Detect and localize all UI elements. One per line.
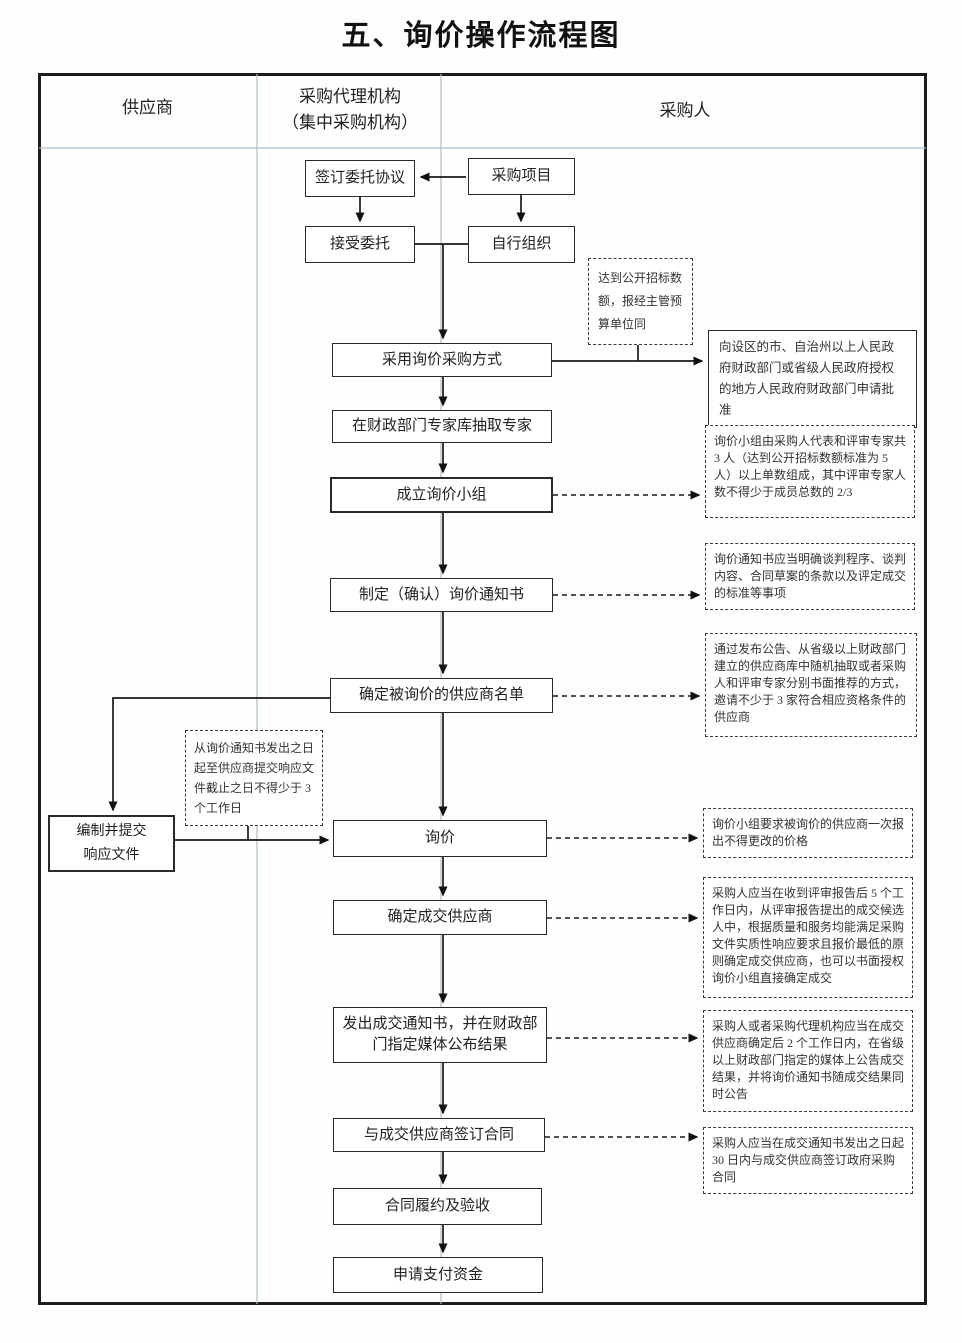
node-apply-approval: 向设区的市、自治州以上人民政府财政部门或省级人民政府授权的地方人民政府财政部门申…: [708, 330, 917, 428]
node-sign-contract: 与成交供应商签订合同: [333, 1118, 545, 1152]
node-sign-agreement: 签订委托协议: [305, 160, 415, 197]
annotation-open-bid-threshold: 达到公开招标数额，报经主管预算单位同: [588, 258, 693, 345]
lane-header-agency-line1: 采购代理机构: [299, 87, 401, 106]
node-contract-acceptance: 合同履约及验收: [333, 1188, 542, 1225]
lane-header-supplier: 供应商: [122, 98, 173, 117]
lane-header-purchaser: 采购人: [659, 101, 711, 120]
diagram-frame: [38, 73, 927, 1305]
node-adopt-inquiry: 采用询价采购方式: [332, 343, 552, 377]
lane-header-agency: 采购代理机构 （集中采购机构）: [257, 84, 443, 136]
annotation-determine-rule: 采购人应当在收到评审报告后 5 个工作日内，从评审报告提出的成交候选人中，根据质…: [703, 877, 913, 998]
node-determine-supplier: 确定成交供应商: [333, 900, 547, 935]
node-self-organize: 自行组织: [468, 226, 575, 263]
annotation-one-time-quote: 询价小组要求被询价的供应商一次报出不得更改的价格: [703, 808, 913, 858]
page-title: 五、询价操作流程图: [341, 20, 621, 52]
node-inquiry: 询价: [333, 820, 547, 857]
node-make-inquiry-notice: 制定（确认）询价通知书: [330, 578, 553, 612]
lane-header-agency-line2: （集中采购机构）: [282, 113, 418, 132]
annotation-announce-result: 采购人或者采购代理机构应当在成交供应商确定后 2 个工作日内，在省级以上财政部门…: [703, 1010, 913, 1112]
node-extract-experts: 在财政部门专家库抽取专家: [332, 410, 552, 443]
annotation-response-deadline: 从询价通知书发出之日起至供应商提交响应文件截止之日不得少于 3 个工作日: [185, 730, 323, 826]
annotation-notice-content: 询价通知书应当明确谈判程序、谈判内容、合同草案的条款以及评定成交的标准等事项: [705, 543, 915, 610]
node-form-inquiry-team: 成立询价小组: [330, 477, 553, 513]
node-issue-award-notice: 发出成交通知书，并在财政部 门指定媒体公布结果: [333, 1007, 547, 1063]
annotation-team-composition: 询价小组由采购人代表和评审专家共 3 人（达到公开招标数额标准为 5 人）以上单…: [705, 425, 915, 518]
node-accept-entrustment: 接受委托: [305, 226, 415, 263]
node-prepare-response: 编制并提交 响应文件: [48, 815, 175, 872]
annotation-invite-suppliers: 通过发布公告、从省级以上财政部门建立的供应商库中随机抽取或者采购人和评审专家分别…: [705, 633, 917, 737]
node-apply-payment: 申请支付资金: [333, 1257, 543, 1293]
node-supplier-list: 确定被询价的供应商名单: [330, 678, 553, 713]
node-procurement-project: 采购项目: [468, 158, 575, 195]
annotation-sign-within-30-days: 采购人应当在成交通知书发出之日起 30 日内与成交供应商签订政府采购合同: [703, 1127, 913, 1194]
